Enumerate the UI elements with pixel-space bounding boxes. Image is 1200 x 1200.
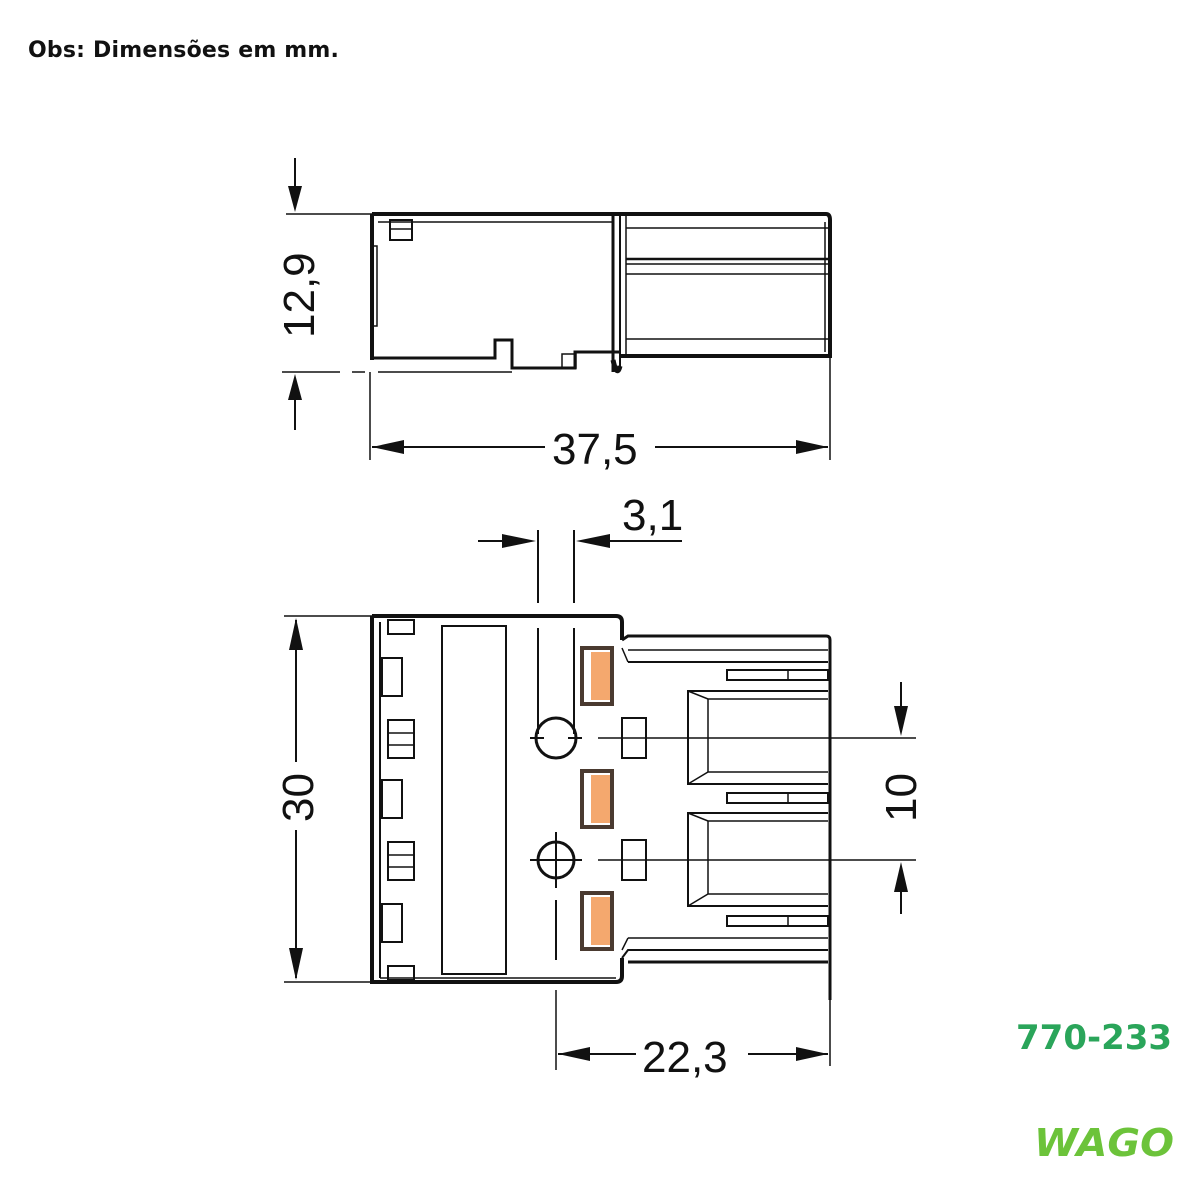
dimension-pin-width-3-1 bbox=[478, 530, 682, 603]
dimension-pitch-10 bbox=[894, 682, 908, 914]
top-view bbox=[370, 614, 916, 1070]
contact-1 bbox=[580, 646, 614, 706]
side-view bbox=[352, 212, 832, 374]
label-12-9: 12,9 bbox=[275, 252, 324, 338]
label-37-5: 37,5 bbox=[552, 425, 638, 474]
dimension-length-37-5 bbox=[369, 356, 831, 460]
label-10: 10 bbox=[877, 773, 926, 822]
label-30: 30 bbox=[274, 773, 323, 822]
contact-3 bbox=[580, 891, 614, 951]
wago-logo: WAGO bbox=[1034, 1121, 1174, 1162]
units-note: Obs: Dimensões em mm. bbox=[28, 38, 340, 63]
part-number: 770-233 bbox=[1016, 1018, 1173, 1058]
label-22-3: 22,3 bbox=[642, 1033, 728, 1082]
dimension-height-30 bbox=[284, 615, 372, 983]
contact-2 bbox=[580, 769, 614, 829]
label-3-1: 3,1 bbox=[622, 491, 683, 540]
dimension-depth-22-3 bbox=[558, 1000, 831, 1066]
wago-logo-text: WAGO bbox=[1034, 1121, 1174, 1162]
dimension-height-12-9 bbox=[282, 158, 372, 430]
